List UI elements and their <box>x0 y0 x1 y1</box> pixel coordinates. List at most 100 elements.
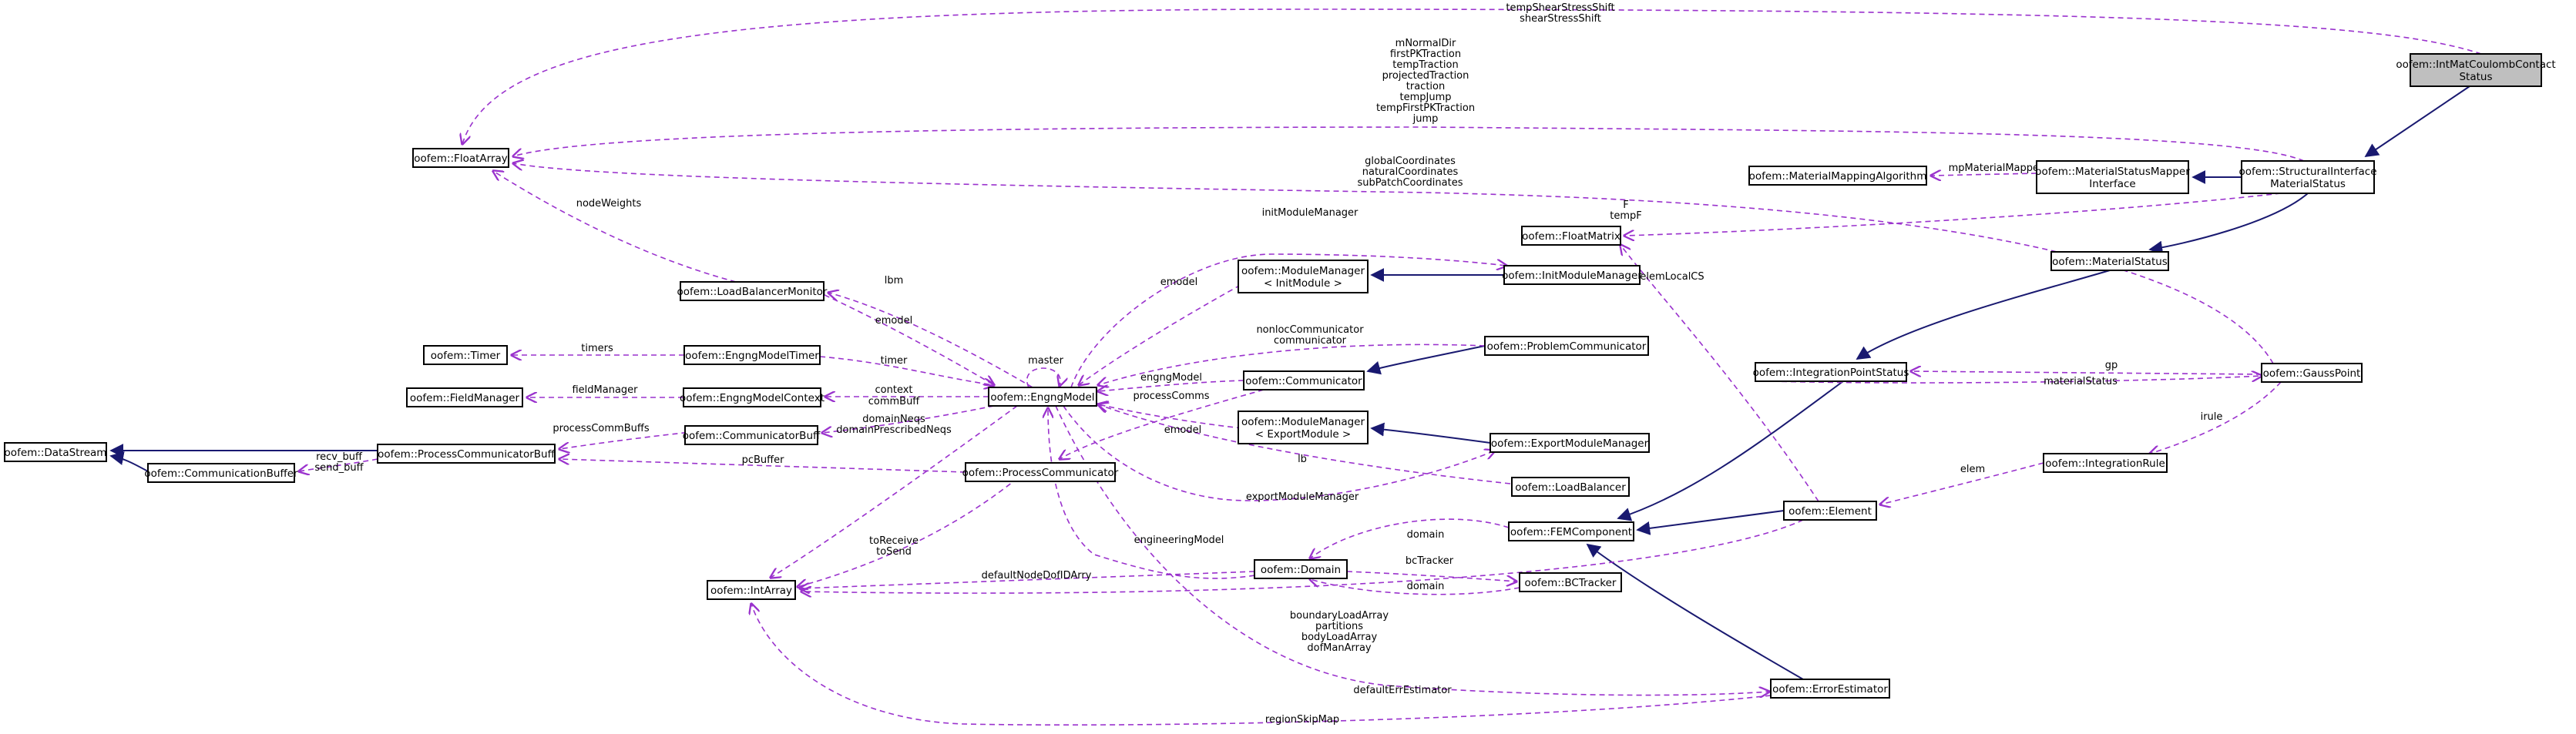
inheritance-edge <box>1366 345 1486 375</box>
edge-label-text: context <box>875 384 913 396</box>
class-node-box <box>2241 160 2375 194</box>
class-node-floatarray[interactable]: oofem::FloatArray <box>412 148 509 168</box>
inheritance-edge <box>1586 543 1804 680</box>
usage-edge <box>822 405 995 433</box>
edge-label-text: domainNeqs <box>862 414 925 425</box>
edge-label-domain1: domain <box>1407 529 1445 541</box>
class-node-mm_export[interactable]: oofem::ModuleManager< ExportModule > <box>1238 411 1369 444</box>
edge-label-initModuleManager: initModuleManager <box>1262 207 1359 219</box>
edge-label-text: elemLocalCS <box>1640 271 1704 283</box>
class-node-datastream[interactable]: oofem::DataStream <box>4 442 107 462</box>
class-node-mm_init[interactable]: oofem::ModuleManager< InitModule > <box>1238 260 1369 293</box>
class-node-loadbal[interactable]: oofem::LoadBalancer <box>1511 477 1630 497</box>
class-node-element[interactable]: oofem::Element <box>1783 501 1877 521</box>
class-node-exportmm[interactable]: oofem::ExportModuleManager <box>1490 433 1650 453</box>
usage-edge <box>1624 193 2282 236</box>
class-node-probcomm[interactable]: oofem::ProblemCommunicator <box>1484 336 1649 356</box>
class-node-intarray[interactable]: oofem::IntArray <box>707 580 796 600</box>
class-node-errest[interactable]: oofem::ErrorEstimator <box>1770 679 1890 699</box>
edge-label-engineeringModel: engineeringModel <box>1134 535 1224 546</box>
edge-label-gp: gp <box>2105 360 2118 371</box>
class-node-label: oofem::FieldManager <box>410 392 520 404</box>
edge-label-text: firstPKTraction <box>1390 49 1461 60</box>
class-node-initmm[interactable]: oofem::InitModuleManager <box>1502 265 1642 285</box>
class-node-timer[interactable]: oofem::Timer <box>423 345 508 365</box>
class-node-label: oofem::ModuleManager <box>1241 416 1365 428</box>
edge-label-text: shearStressShift <box>1520 13 1601 25</box>
edge-label-lbm: lbm <box>885 275 904 287</box>
class-node-emcontext[interactable]: oofem::EngngModelContext <box>680 387 825 407</box>
edge-label-text: timers <box>581 343 613 354</box>
class-node-mapping_alg[interactable]: oofem::MaterialMappingAlgorithm <box>1748 166 1927 186</box>
edge-label-text: traction <box>1406 81 1445 92</box>
edge-label-text: engngModel <box>1140 372 1202 384</box>
edge-label-emodel2: emodel <box>1160 277 1197 288</box>
inheritance-edge <box>2148 193 2309 255</box>
class-node-label: < InitModule > <box>1264 277 1342 290</box>
edge-label-text: defaultErrEstimator <box>1353 685 1452 696</box>
edge-label-master: master <box>1028 355 1063 367</box>
class-node-femcomp[interactable]: oofem::FEMComponent <box>1508 521 1634 541</box>
class-node-lbm[interactable]: oofem::LoadBalancerMonitor <box>677 281 828 301</box>
class-node-label: oofem::InitModuleManager <box>1502 270 1642 282</box>
usage-edge <box>513 126 2305 162</box>
class-node-box <box>684 425 818 445</box>
edge-label-bcTracker: bcTracker <box>1406 555 1454 567</box>
edge-label-text: regionSkipMap <box>1265 714 1339 726</box>
class-node-matstatus[interactable]: oofem::MaterialStatus <box>2050 251 2169 271</box>
class-node-box <box>2410 53 2542 87</box>
edge-label-text: materialStatus <box>2044 376 2118 387</box>
class-node-label: oofem::FloatArray <box>414 152 508 165</box>
class-node-ipstatus[interactable]: oofem::IntegrationPointStatus <box>1753 362 1909 382</box>
edge-label-text: initModuleManager <box>1262 207 1359 219</box>
edge-label-text: subPatchCoordinates <box>1357 177 1463 189</box>
edge-label-domain2: domain <box>1407 581 1445 592</box>
edge-label-fieldManager: fieldManager <box>572 384 638 396</box>
class-node-domain[interactable]: oofem::Domain <box>1254 559 1348 579</box>
inheritance-edge <box>1370 422 1491 444</box>
class-node-label: oofem::MaterialMappingAlgorithm <box>1749 170 1927 183</box>
class-node-label: oofem::Timer <box>431 350 501 362</box>
class-node-pcbuff[interactable]: oofem::ProcessCommunicatorBuff <box>377 444 556 464</box>
usage-edge <box>1931 173 2037 176</box>
class-node-bctracker[interactable]: oofem::BCTracker <box>1519 572 1622 592</box>
usage-edge <box>1098 344 1486 385</box>
class-node-label: oofem::ModuleManager <box>1241 265 1365 277</box>
edge-label-text: processComms <box>1133 390 1209 402</box>
edge-label-exportModuleManager: exportModuleManager <box>1246 491 1359 503</box>
class-node-label: oofem::GaussPoint <box>2263 367 2361 380</box>
usage-edge <box>1098 404 1243 429</box>
usage-edge <box>801 519 1804 593</box>
class-node-label: oofem::FloatMatrix <box>1522 230 1620 243</box>
class-node-intrule[interactable]: oofem::IntegrationRule <box>2043 453 2168 473</box>
class-node-engng[interactable]: oofem::EngngModel <box>988 387 1097 407</box>
class-node-box <box>1755 362 1907 382</box>
edge-label-text: lbm <box>885 275 904 287</box>
class-node-gausspoint[interactable]: oofem::GaussPoint <box>2261 363 2363 383</box>
edge-label-text: timer <box>881 355 908 367</box>
class-node-proccomm[interactable]: oofem::ProcessCommunicator <box>962 462 1119 482</box>
class-node-box <box>423 345 508 365</box>
edge-label-regionSkipMap: regionSkipMap <box>1265 714 1339 726</box>
edge-label-text: boundaryLoadArray <box>1290 610 1389 622</box>
class-node-label: oofem::DataStream <box>5 447 107 459</box>
class-node-fieldmgr[interactable]: oofem::FieldManager <box>406 387 523 407</box>
class-node-commbuff[interactable]: oofem::CommunicatorBuff <box>683 425 821 445</box>
class-node-communicator[interactable]: oofem::Communicator <box>1243 370 1365 390</box>
class-node-box <box>1243 370 1365 390</box>
edge-label-text: globalCoordinates <box>1365 156 1456 167</box>
edge-label-context: context <box>875 384 913 396</box>
edge-label-text: naturalCoordinates <box>1362 166 1459 178</box>
class-node-label: oofem::IntArray <box>710 585 792 597</box>
edge-label-elemLocalCS: elemLocalCS <box>1640 271 1704 283</box>
class-node-emtimer[interactable]: oofem::EngngModelTimer <box>683 345 821 365</box>
edge-label-text: emodel <box>1164 424 1201 436</box>
class-node-label: oofem::Domain <box>1261 564 1341 576</box>
class-node-combuff[interactable]: oofem::CommunicationBuffer <box>144 463 298 483</box>
class-node-floatmatrix[interactable]: oofem::FloatMatrix <box>1521 226 1621 246</box>
